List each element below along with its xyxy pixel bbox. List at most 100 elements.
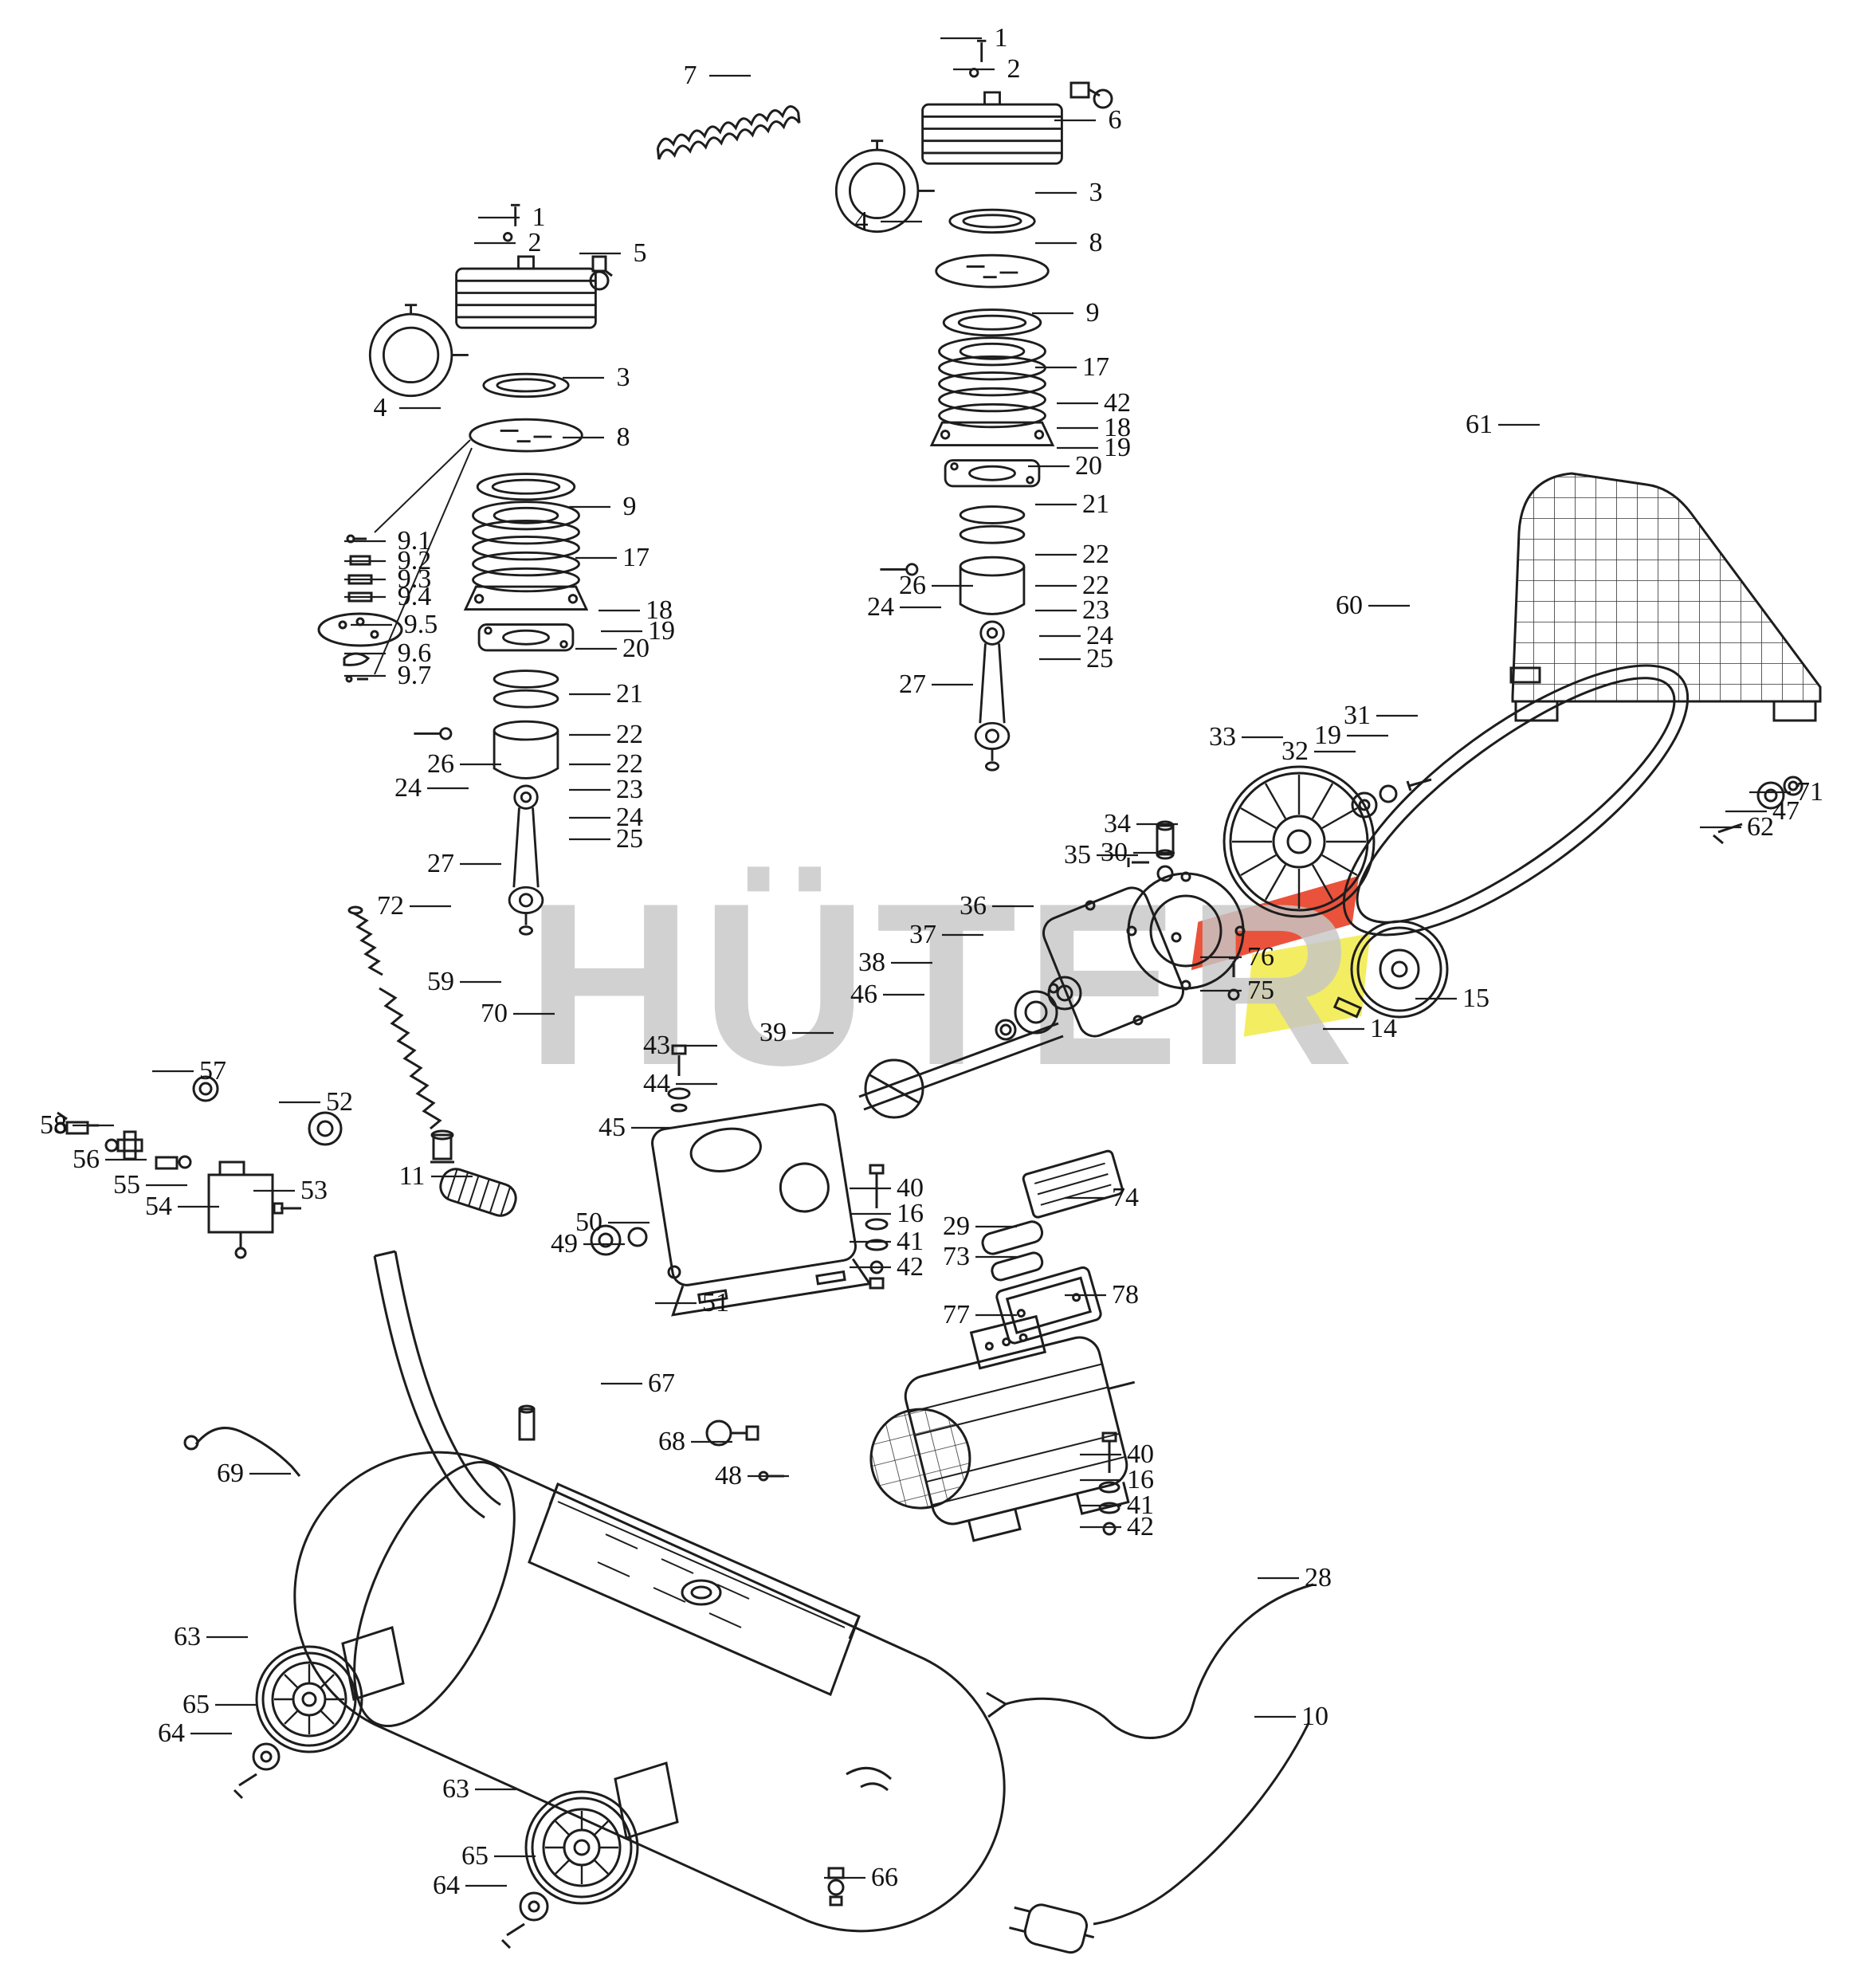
part-callout-26: 26: [899, 571, 926, 600]
part-callout-54: 54: [145, 1192, 172, 1221]
oil-plug-49-50-51: [590, 1224, 681, 1279]
elbow-fitting-6: [1069, 81, 1113, 109]
drive-belt: [1342, 664, 1690, 937]
part-callout-48: 48: [715, 1461, 742, 1490]
part-callout-24: 24: [867, 592, 894, 622]
part-callout-39: 39: [759, 1018, 787, 1047]
part-callout-36: 36: [960, 891, 987, 921]
part-callout-32: 32: [1281, 736, 1309, 766]
part-callout-21: 21: [616, 679, 643, 709]
part-callout-65: 65: [461, 1841, 489, 1871]
part-callout-63: 63: [174, 1622, 201, 1651]
part-callout-18: 18: [646, 595, 673, 625]
part-callout-77: 77: [943, 1300, 970, 1329]
part-callout-44: 44: [643, 1069, 670, 1098]
part-callout-9.6: 9.6: [397, 638, 432, 668]
part-callout-27: 27: [427, 849, 454, 878]
pressure-switch-cluster: [54, 1075, 343, 1259]
part-callout-24: 24: [1086, 621, 1113, 650]
part-callout-20: 20: [622, 634, 650, 663]
part-callout-40: 40: [1127, 1439, 1154, 1469]
part-callout-45: 45: [599, 1113, 626, 1142]
part-callout-49: 49: [551, 1229, 578, 1259]
part-callout-11: 11: [398, 1161, 426, 1191]
electric-motor: [869, 1314, 1136, 1542]
unloader-fitting-5: [589, 255, 613, 291]
part-callout-35: 35: [1064, 840, 1091, 870]
part-callout-9.3: 9.3: [397, 564, 432, 594]
part-callout-23: 23: [616, 775, 643, 804]
handle-grip: [439, 1168, 517, 1217]
part-callout-17: 17: [622, 543, 650, 572]
part-callout-64: 64: [433, 1871, 460, 1900]
part-callout-47: 47: [1772, 796, 1799, 826]
part-callout-67: 67: [648, 1369, 675, 1398]
motor-bolt-stack: [1098, 1431, 1120, 1536]
part-callout-50: 50: [575, 1208, 602, 1237]
part-callout-21: 21: [1082, 489, 1109, 519]
wheel-rear-hardware: [500, 1891, 549, 1950]
part-callout-22: 22: [616, 720, 643, 749]
wheel-rear: [524, 1761, 679, 1905]
shaft-key: [1332, 996, 1363, 1019]
part-callout-9: 9: [1085, 298, 1100, 328]
part-callout-51: 51: [702, 1288, 729, 1317]
part-callout-28: 28: [1305, 1563, 1332, 1592]
part-callout-2: 2: [528, 228, 542, 257]
coiled-hose-59: [379, 987, 442, 1130]
part-callout-19: 19: [648, 616, 675, 646]
part-callout-46: 46: [850, 980, 877, 1009]
part-callout-19: 19: [1314, 721, 1341, 750]
flywheel: [1223, 765, 1376, 918]
part-callout-22: 22: [616, 749, 643, 779]
part-callout-25: 25: [616, 824, 643, 854]
part-callout-27: 27: [899, 670, 926, 699]
part-callout-42: 42: [1104, 388, 1131, 418]
part-callout-37: 37: [909, 920, 936, 949]
part-callout-72: 72: [377, 891, 404, 921]
belt-guard: [1509, 472, 1822, 722]
part-callout-10: 10: [1301, 1702, 1329, 1731]
part-callout-58: 58: [40, 1110, 67, 1140]
part-callout-56: 56: [73, 1145, 100, 1174]
part-callout-42: 42: [897, 1252, 924, 1282]
crankcase: [651, 1103, 872, 1317]
part-callout-73: 73: [943, 1242, 970, 1271]
part-callout-6: 6: [1108, 105, 1122, 135]
part-callout-9.7: 9.7: [397, 661, 432, 690]
part-callout-52: 52: [326, 1087, 353, 1117]
part-callout-68: 68: [658, 1427, 685, 1456]
part-callout-43: 43: [643, 1031, 670, 1060]
part-callout-38: 38: [858, 948, 885, 977]
part-callout-41: 41: [1127, 1490, 1154, 1520]
dipstick-69: [183, 1427, 301, 1477]
bearings-and-seal: [995, 976, 1082, 1041]
coil-spring-72: [347, 905, 383, 976]
part-callout-14: 14: [1370, 1014, 1397, 1043]
part-callout-25: 25: [1086, 644, 1113, 673]
part-callout-26: 26: [427, 749, 454, 779]
part-callout-33: 33: [1209, 722, 1236, 752]
part-callout-22: 22: [1082, 571, 1109, 600]
handle-tube: [373, 1250, 501, 1519]
part-callout-53: 53: [300, 1176, 328, 1205]
part-callout-2: 2: [1007, 54, 1021, 84]
part-callout-71: 71: [1796, 777, 1823, 807]
capacitor-73: [991, 1251, 1044, 1282]
part-callout-9.1: 9.1: [397, 526, 432, 556]
part-callout-65: 65: [182, 1690, 210, 1719]
part-callout-9.5: 9.5: [403, 610, 438, 639]
part-callout-63: 63: [442, 1774, 469, 1804]
breather-parts-34-30-35: [1127, 820, 1175, 882]
part-callout-3: 3: [1089, 178, 1103, 207]
part-callout-19: 19: [1104, 433, 1131, 462]
part-callout-8: 8: [616, 422, 630, 452]
drain-valve-66: [827, 1867, 845, 1906]
part-callout-34: 34: [1104, 809, 1131, 838]
part-callout-42: 42: [1127, 1512, 1154, 1541]
check-valve-68: [705, 1420, 759, 1447]
wheel-front: [255, 1626, 405, 1753]
part-callout-31: 31: [1344, 701, 1371, 730]
